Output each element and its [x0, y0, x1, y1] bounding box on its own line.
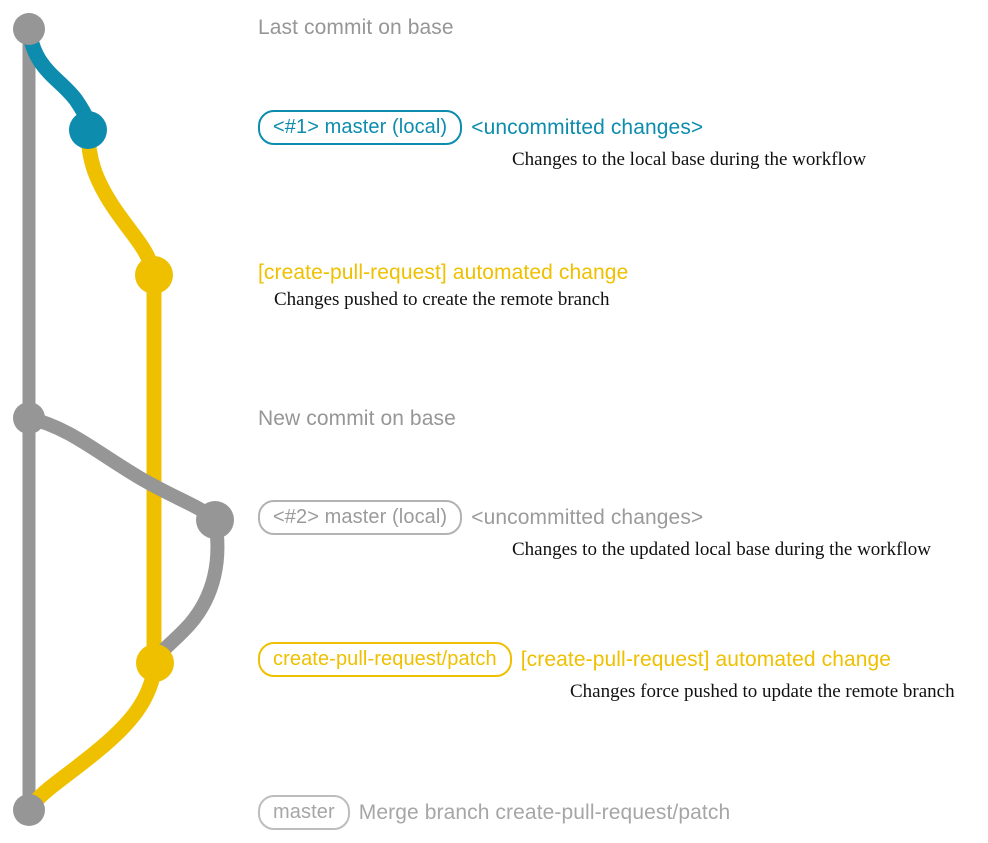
commit-description: Changes pushed to create the remote bran…: [274, 289, 610, 310]
commit-subject: [create-pull-request] automated change: [258, 261, 629, 284]
row-title: New commit on base: [258, 407, 456, 430]
row-merge: master Merge branch create-pull-request/…: [258, 795, 730, 830]
row-last-commit: Last commit on base: [258, 16, 454, 40]
row-patch-create: [create-pull-request] automated change C…: [258, 261, 628, 311]
commit-subject: <uncommitted changes>: [471, 505, 704, 529]
commit-description: Changes to the updated local base during…: [512, 539, 931, 560]
commit-subject: <uncommitted changes>: [471, 115, 704, 139]
branch-badge-local-2[interactable]: <#2> master (local): [258, 500, 463, 535]
commit-subject: [create-pull-request] automated change: [520, 647, 892, 671]
commit-description: Changes to the local base during the wor…: [512, 149, 867, 170]
row-title: Last commit on base: [258, 16, 454, 39]
row-new-commit: New commit on base: [258, 407, 456, 431]
branch-badge-master[interactable]: master: [258, 795, 350, 830]
branch-badge-patch[interactable]: create-pull-request/patch: [258, 642, 512, 677]
row-patch-update: create-pull-request/patch [create-pull-r…: [258, 642, 955, 703]
commit-description: Changes force pushed to update the remot…: [570, 681, 955, 702]
commit-subject: Merge branch create-pull-request/patch: [358, 800, 731, 824]
row-local-1: <#1> master (local) <uncommitted changes…: [258, 110, 866, 171]
branch-badge-local-1[interactable]: <#1> master (local): [258, 110, 463, 145]
row-local-2: <#2> master (local) <uncommitted changes…: [258, 500, 931, 561]
